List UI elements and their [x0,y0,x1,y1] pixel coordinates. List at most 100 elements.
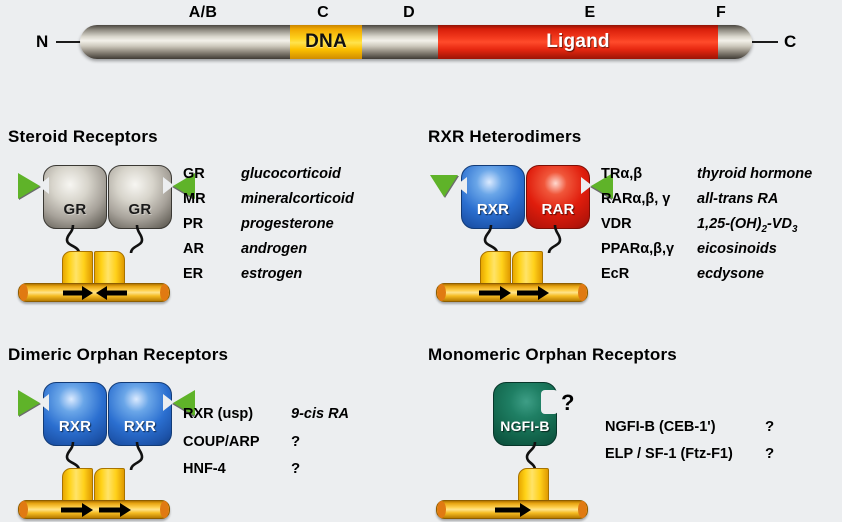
ligand-triangle-right [173,390,195,416]
dimeric-orphan-lbd-left-label: RXR [58,418,92,435]
dna-segment-label: DNA [305,31,347,52]
ligand-triangle-left [18,173,40,199]
ligand-triangle-right [173,173,195,199]
dimeric-orphan-lbd-right: RXR [108,382,172,446]
monomeric-orphan-receptor-list: NGFI-B (CEB-1') ? ELP / SF-1 (Ftz-F1) ? [605,418,774,472]
receptor-name: PPARα,β,γ [601,241,675,257]
receptor-name: EcR [601,266,630,282]
receptor-name: ELP / SF-1 (Ftz-F1) [605,446,733,462]
heterodimer-hinge-left [483,225,499,254]
region-label-c: C [317,4,329,21]
dimeric-orphan-receptor-list: RXR (usp) 9-cis RA COUP/ARP ? HNF-4 ? [183,406,349,487]
steroid-lbd-left-label: GR [63,201,87,218]
c-terminus-label: C [784,32,797,51]
dimeric-orphan-arrow-1-shaft [61,507,83,512]
ligand-triangle-left [18,390,40,416]
dimeric-orphan-dna-element [18,500,170,519]
monomeric-orphan-complex: NGFI-B ? [428,372,608,519]
receptor-ligand: ? [291,460,301,477]
region-label-ab: A/B [188,4,218,21]
list-item: RXR (usp) 9-cis RA [183,406,349,433]
receptor-name: RARα,β, γ [601,191,671,207]
section-title-dimeric-orphan: Dimeric Orphan Receptors [8,345,229,364]
domain-structure-bar: A/B C D E F N DNA Ligand C [0,0,842,95]
monomeric-orphan-lbd-label: NGFI-B [500,418,550,434]
heterodimer-lbd-rar: RAR [526,165,590,229]
receptor-ligand: thyroid hormone [697,166,813,182]
dna-cap-right [160,284,169,301]
receptor-ligand: ? [765,418,775,435]
receptor-ligand: 9-cis RA [291,406,350,422]
domain-bar-body: DNA Ligand [80,25,752,59]
steroid-dna-element [18,283,170,302]
receptor-ligand: ? [765,445,775,462]
region-label-d: D [403,4,415,21]
heterodimer-arrow-1-head [500,285,511,300]
heterodimer-hinge-right [547,225,562,254]
steroid-lbd-right-label: GR [128,201,152,218]
steroid-lbd-left-notch [38,177,49,194]
unknown-ligand-marker: ? [561,390,575,415]
heterodimer-rar-notch [581,177,592,194]
region-label-e: E [584,4,596,21]
receptor-name: TRα,β [601,166,643,182]
receptor-name: VDR [601,216,632,232]
heterodimer-arrow-2-head [538,285,549,300]
ligand-triangle-unbound [430,175,458,197]
section-title-steroid: Steroid Receptors [8,127,158,146]
steroid-lbd-right-notch [163,177,174,194]
monomeric-orphan-empty-pocket [541,390,558,414]
heterodimer-arrow-2-shaft [517,290,539,295]
dimeric-orphan-arrow-1-head [82,502,93,517]
dna-cap-left [19,501,28,518]
ligand-segment-label: Ligand [546,31,610,52]
dna-binding-domain-segment: DNA [290,25,362,59]
heterodimer-lbd-rxr-label: RXR [476,201,510,218]
steroid-arrow-left-shaft [63,290,83,295]
dna-cap-right [578,501,587,518]
steroid-hinge-right [129,225,144,254]
n-terminus-label: N [36,32,49,51]
ligand-binding-domain-segment: Ligand [438,25,718,59]
dimeric-orphan-arrow-2-shaft [99,507,121,512]
dimeric-orphan-arrow-2-head [120,502,131,517]
heterodimer-rxr-notch [456,177,467,194]
section-title-heterodimer: RXR Heterodimers [428,127,582,146]
monomeric-orphan-hinge [525,442,537,471]
receptor-name: NGFI-B (CEB-1') [605,419,716,435]
receptor-ligand: mineralcorticoid [241,191,354,207]
dimeric-orphan-hinge-right [129,442,144,471]
receptor-name: PR [183,216,204,232]
list-item: NGFI-B (CEB-1') ? [605,418,774,445]
steroid-arrow-right-head [96,285,107,300]
list-item: ELP / SF-1 (Ftz-F1) ? [605,445,774,472]
receptor-ligand: 1,25-(OH)2-VD3 [697,216,798,235]
list-item: PPARα,β,γ eicosinoids [601,241,812,266]
steroid-hinge-left [65,225,81,254]
heterodimer-receptor-list: TRα,β thyroid hormone RARα,β, γ all-tran… [601,166,812,291]
c-terminus-tick [752,41,778,43]
heterodimer-arrow-1-shaft [479,290,501,295]
steroid-receptor-list: GR glucocorticoid MR mineralcorticoid PR… [183,166,354,291]
receptor-ligand: all-trans RA [697,191,779,207]
steroid-lbd-right: GR [108,165,172,229]
dna-cap-left [437,501,446,518]
receptor-name: HNF-4 [183,461,226,477]
receptor-name: AR [183,241,204,257]
receptor-name: ER [183,266,204,282]
heterodimer-lbd-rar-label: RAR [541,201,575,218]
rxr-heterodimer-complex: RXR RAR [428,155,613,302]
dna-cap-left [437,284,446,301]
receptor-ligand: ? [291,433,301,450]
list-item: AR androgen [183,241,354,266]
dna-cap-right [160,501,169,518]
list-item: ER estrogen [183,266,354,291]
dimeric-orphan-left-notch [38,394,49,411]
dimeric-orphan-complex: RXR RXR [10,372,195,519]
receptor-name: GR [183,166,205,182]
monomeric-orphan-arrow-shaft [495,507,521,512]
receptor-ligand: androgen [241,241,308,257]
dimeric-orphan-hinge-left [65,442,81,471]
receptor-ligand: glucocorticoid [241,166,341,182]
